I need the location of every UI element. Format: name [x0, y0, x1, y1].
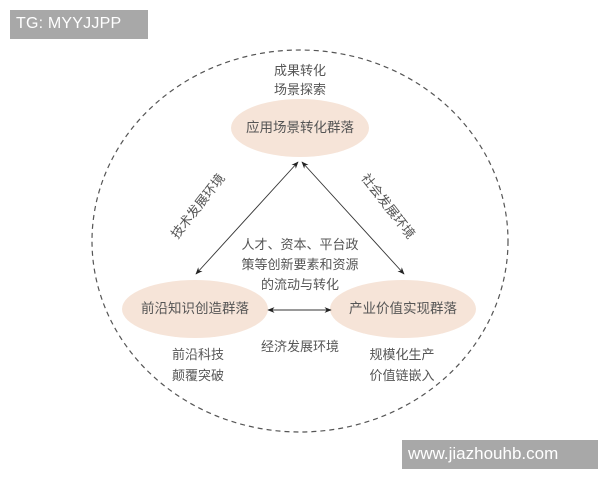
right-node-label: 产业价值实现群落: [349, 301, 457, 317]
node-left-ellipse: [122, 280, 268, 338]
center-line-3: 的流动与转化: [260, 278, 339, 293]
edge-left-top: [195, 161, 299, 275]
watermark-top: TG: MYYJJPP: [10, 10, 148, 39]
node-right-ellipse: [330, 280, 476, 338]
top-node-label: 应用场景转化群落: [246, 120, 354, 136]
left-node-label: 前沿知识创造群落: [141, 301, 249, 317]
right-note-line-1: 规模化生产: [369, 348, 435, 363]
left-note-line-2: 颠覆突破: [171, 369, 224, 384]
edge-label-economic-environment: 经济发展环境: [260, 340, 339, 355]
top-node-note: 成果转化 场景探索: [262, 62, 338, 100]
left-node-note: 前沿科技 颠覆突破: [160, 345, 236, 387]
right-note-line-2: 价值链嵌入: [369, 369, 435, 384]
right-node-note: 规模化生产 价值链嵌入: [357, 345, 447, 387]
left-note-line-1: 前沿科技: [171, 348, 224, 363]
top-note-line-1: 成果转化: [273, 64, 326, 79]
edge-top-right: [301, 161, 405, 275]
node-top-ellipse: [231, 99, 369, 157]
center-flow-text: 人才、资本、平台政 策等创新要素和资源 的流动与转化: [232, 236, 368, 296]
top-note-line-2: 场景探索: [273, 83, 326, 98]
center-line-2: 策等创新要素和资源: [241, 258, 359, 273]
watermark-bottom: www.jiazhouhb.com: [402, 440, 598, 469]
outer-dashed-boundary: [91, 49, 509, 433]
center-line-1: 人才、资本、平台政: [241, 238, 359, 253]
